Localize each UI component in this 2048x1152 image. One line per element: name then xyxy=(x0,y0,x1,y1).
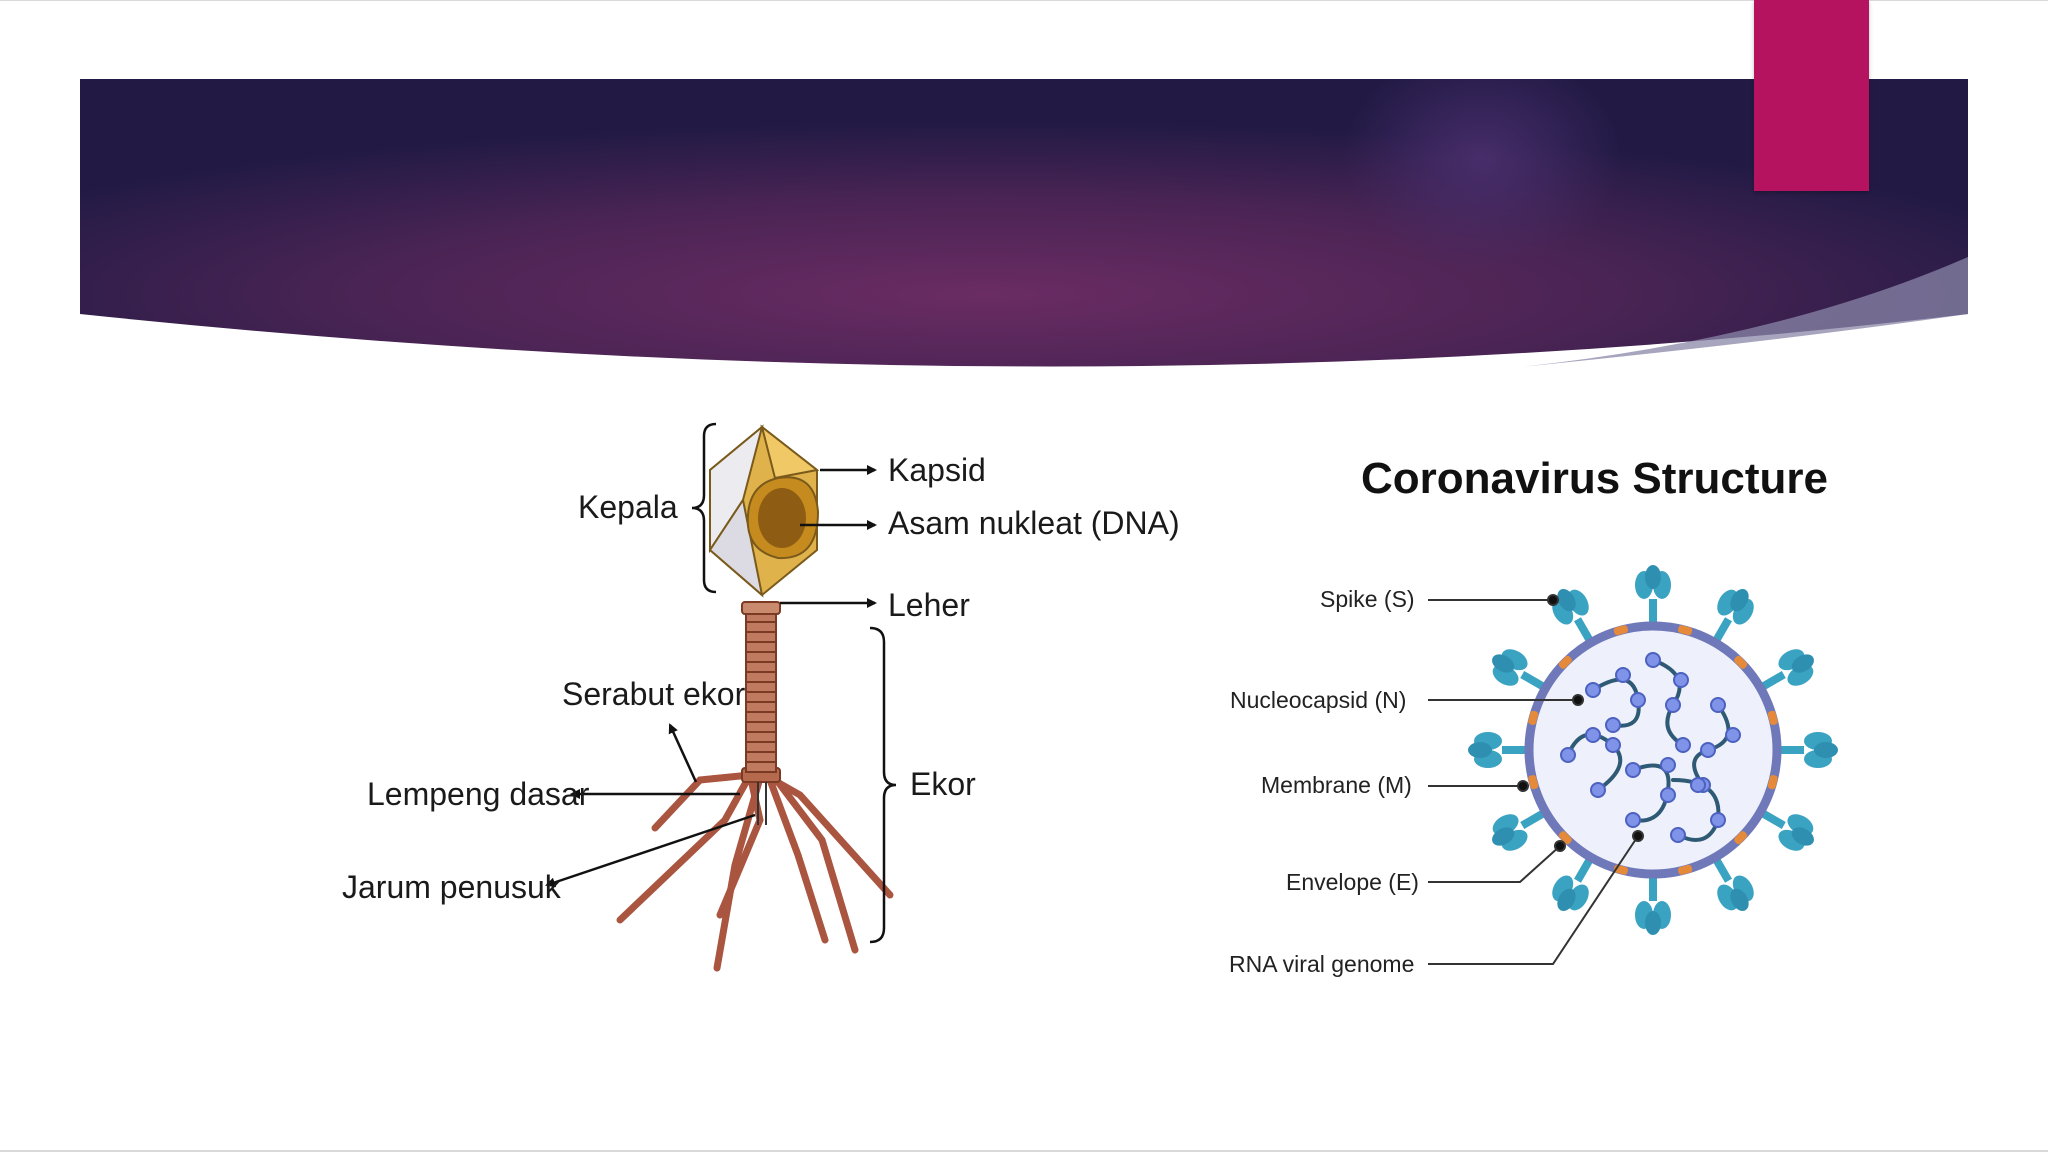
label-kapsid: Kapsid xyxy=(888,452,986,488)
virion xyxy=(1468,565,1838,935)
top-border xyxy=(0,0,2048,1)
tail-fibers xyxy=(616,771,894,972)
ekor-brace xyxy=(869,626,897,944)
nucleocapsid-proteins xyxy=(1560,652,1741,843)
label-envelope: Envelope (E) xyxy=(1286,869,1419,895)
label-leher: Leher xyxy=(888,587,970,623)
label-ekor: Ekor xyxy=(910,766,976,802)
coronavirus-diagram: Coronavirus Structure xyxy=(1229,454,1838,977)
corona-pointer-lines xyxy=(1428,594,1644,965)
capsid xyxy=(708,424,820,598)
label-asam-nukleat: Asam nukleat (DNA) xyxy=(888,505,1180,541)
label-membrane: Membrane (M) xyxy=(1261,772,1412,798)
label-lempeng-dasar: Lempeng dasar xyxy=(367,776,590,812)
bottom-border xyxy=(0,1150,2048,1152)
label-rna-genome: RNA viral genome xyxy=(1229,951,1414,977)
kepala-brace xyxy=(691,422,717,594)
tail-sheath xyxy=(745,611,777,825)
header-banner xyxy=(80,79,1968,367)
label-spike: Spike (S) xyxy=(1320,586,1415,612)
label-serabut-ekor: Serabut ekor xyxy=(562,676,746,712)
label-jarum-penusuk: Jarum penusuk xyxy=(342,869,562,905)
label-nucleocapsid: Nucleocapsid (N) xyxy=(1230,687,1406,713)
label-kepala: Kepala xyxy=(578,489,678,525)
phage-pointer-lines xyxy=(545,465,877,888)
bacteriophage-diagram: Kepala Kapsid Asam nukleat (DNA) Leher S… xyxy=(342,422,1180,972)
corona-title: Coronavirus Structure xyxy=(1361,454,1828,503)
accent-tab xyxy=(1754,0,1869,191)
neck xyxy=(741,601,781,615)
